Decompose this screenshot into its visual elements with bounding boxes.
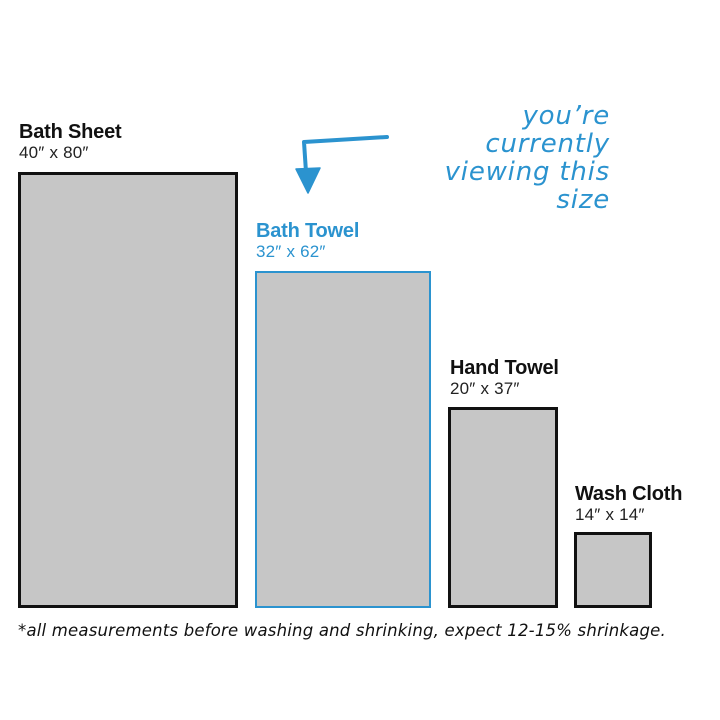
size-label-hand-towel: Hand Towel 20″ x 37″ [450,357,559,398]
size-box-hand-towel[interactable] [448,407,558,608]
size-label-bath-sheet: Bath Sheet 40″ x 80″ [19,121,122,162]
size-dimensions: 40″ x 80″ [19,143,89,162]
size-name: Bath Towel [256,220,360,242]
size-dimensions: 14″ x 14″ [575,505,645,524]
callout-line-1: you’re currently [485,101,610,159]
callout-line-2: viewing this size [444,157,610,215]
size-name: Hand Towel [450,357,559,379]
current-size-callout: you’re currently viewing this size [395,102,610,214]
size-dimensions: 32″ x 62″ [256,242,326,261]
size-dimensions: 20″ x 37″ [450,379,520,398]
size-box-bath-sheet[interactable] [18,172,238,608]
shrinkage-footnote: *all measurements before washing and shr… [18,621,666,640]
size-name: Wash Cloth [575,483,683,505]
size-label-wash-cloth: Wash Cloth 14″ x 14″ [575,483,682,524]
size-box-wash-cloth[interactable] [574,532,652,608]
size-box-bath-towel[interactable] [255,271,431,608]
size-name: Bath Sheet [19,121,122,143]
size-label-bath-towel: Bath Towel 32″ x 62″ [256,220,359,261]
